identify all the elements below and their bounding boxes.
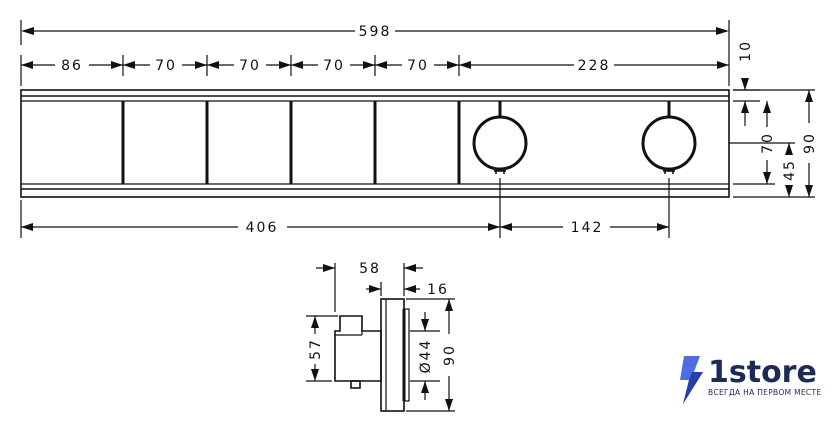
dim-label: 45 xyxy=(782,159,798,181)
lightning-bolt-icon xyxy=(680,356,703,404)
dim-label: 70 xyxy=(407,58,429,74)
dim-label: 57 xyxy=(308,338,324,360)
dim-overall-width: 598 xyxy=(20,20,730,86)
knob-1 xyxy=(472,101,528,174)
side-body xyxy=(334,315,382,382)
dim-label: 90 xyxy=(802,132,818,154)
dim-label: 142 xyxy=(571,220,604,236)
side-plate xyxy=(380,298,405,412)
dim-label: 10 xyxy=(738,40,754,62)
dim-label: 70 xyxy=(155,58,177,74)
dim-label: 70 xyxy=(239,58,261,74)
dim-segments: 86 70 70 70 70 228 xyxy=(20,55,729,86)
knob-2 xyxy=(641,101,697,174)
dim-label: 58 xyxy=(359,261,381,277)
dim-label: 90 xyxy=(442,344,458,366)
side-view: 58 16 57 Ø44 90 xyxy=(306,261,458,412)
dim-label: 70 xyxy=(323,58,345,74)
dim-label: 406 xyxy=(246,220,279,236)
brand-name: 1store xyxy=(708,355,817,390)
dim-right: 10 70 45 90 xyxy=(729,40,818,198)
dim-label: 16 xyxy=(427,282,449,298)
dim-label: 598 xyxy=(359,24,392,40)
dim-bottom: 406 142 xyxy=(20,178,670,238)
dim-label: 86 xyxy=(61,58,83,74)
dim-label: 228 xyxy=(578,58,611,74)
dim-label: Ø44 xyxy=(418,339,434,374)
front-view xyxy=(20,89,730,198)
brand-logo: 1store ВСЕГДА НА ПЕРВОМ МЕСТЕ xyxy=(680,355,821,404)
brand-tagline: ВСЕГДА НА ПЕРВОМ МЕСТЕ xyxy=(708,388,821,397)
